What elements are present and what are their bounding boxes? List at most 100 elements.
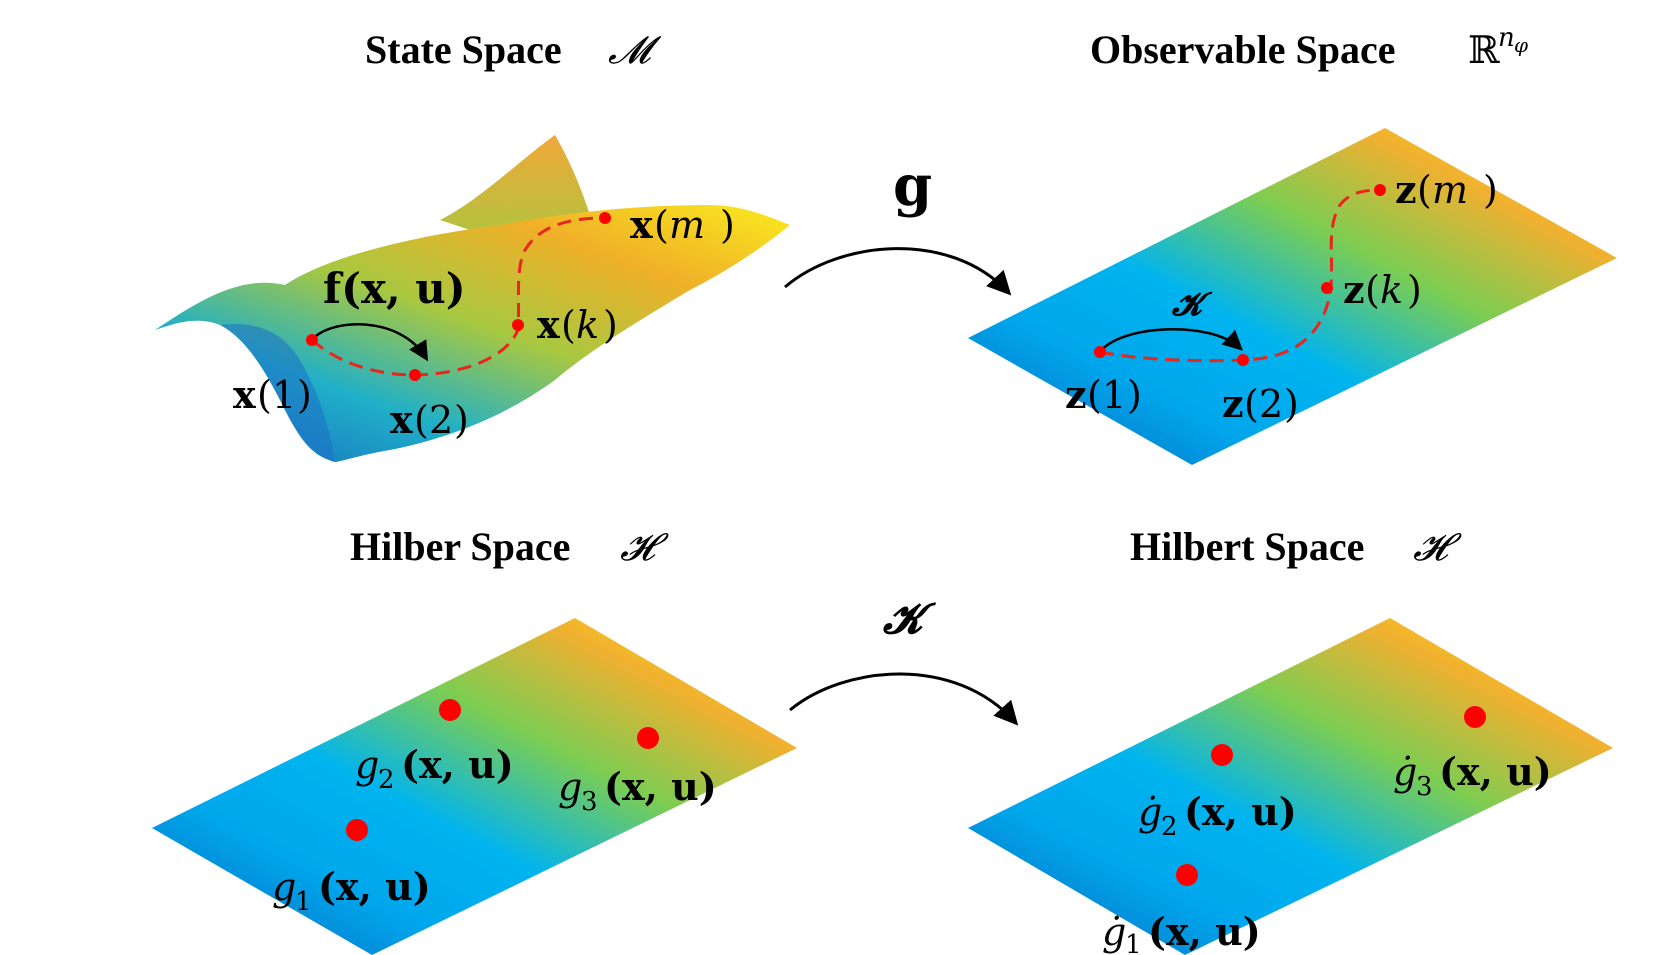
label-g3dot: ġ 3 (x, u)	[1393, 749, 1552, 802]
label-x1: x ( 1 )	[233, 372, 312, 417]
label-x2-paren-close: )	[454, 398, 469, 442]
state-point-k	[512, 319, 524, 331]
label-g3dot-base: ġ	[1393, 750, 1417, 794]
label-g3dot-args: (x, u)	[1439, 749, 1552, 794]
title-observable-space: Observable Space ℝ n φ	[1090, 23, 1528, 72]
label-xk-var: x	[537, 302, 560, 347]
title-state-space-text: State Space	[365, 27, 562, 72]
label-z2-arg: 2	[1259, 382, 1283, 426]
state-space-manifold	[155, 135, 790, 462]
label-x2: x ( 2 )	[390, 397, 469, 442]
label-g3dot-sub: 3	[1416, 772, 1433, 802]
label-g1-base: g	[272, 865, 296, 909]
state-trajectory	[311, 216, 606, 377]
label-g2-base: g	[355, 743, 379, 787]
title-hilbert-space-symbol: 𝓗	[1413, 525, 1462, 569]
koopman-inner-arrow	[1098, 327, 1243, 353]
label-zm-paren-close: )	[1483, 168, 1498, 212]
manifold-shading	[220, 324, 335, 462]
label-g2dot-base: ġ	[1138, 790, 1162, 834]
label-g2-sub: 2	[378, 765, 395, 795]
label-zm-paren: (	[1417, 168, 1432, 212]
label-g1-sub: 1	[295, 887, 312, 917]
label-g1: g 1 (x, u)	[272, 864, 431, 917]
label-z2-var: z	[1222, 381, 1244, 426]
label-f-xu: f(x, u)	[323, 264, 466, 313]
label-z2-paren: (	[1244, 382, 1259, 426]
label-zk-var: z	[1343, 267, 1365, 312]
label-z1: z ( 1 )	[1065, 372, 1142, 417]
label-zk-arg: k	[1380, 268, 1403, 312]
state-point-2	[409, 369, 421, 381]
label-z2: z ( 2 )	[1222, 381, 1299, 426]
label-g2dot: ġ 2 (x, u)	[1138, 789, 1297, 842]
label-xk-paren: (	[561, 303, 576, 347]
label-x1-paren: (	[257, 373, 272, 417]
label-g3-args: (x, u)	[604, 764, 717, 809]
label-g3-base: g	[558, 765, 582, 809]
label-z1-arg: 1	[1102, 373, 1126, 417]
obs-point-2	[1237, 354, 1249, 366]
label-zk-paren: (	[1365, 268, 1380, 312]
label-g2dot-args: (x, u)	[1184, 789, 1297, 834]
label-g1dot-sub: 1	[1125, 930, 1142, 955]
hilbert-left-plane	[152, 618, 797, 955]
label-xk: x ( k )	[537, 302, 618, 347]
observable-plane	[968, 128, 1617, 465]
title-hilbert-space-text: Hilbert Space	[1130, 524, 1364, 569]
obs-point-k	[1321, 282, 1333, 294]
label-zm-arg: m	[1432, 168, 1468, 212]
label-g1dot-args: (x, u)	[1148, 909, 1261, 954]
hilbert-right-plane	[968, 618, 1613, 955]
label-xm-arg: m	[669, 203, 705, 247]
label-zk-paren-close: )	[1407, 268, 1422, 312]
label-g3-sub: 3	[581, 787, 598, 817]
right-point-g2dot	[1211, 744, 1233, 766]
label-g1dot-base: ġ	[1102, 910, 1126, 954]
label-x2-arg: 2	[429, 398, 453, 442]
title-observable-space-superscript-sub: φ	[1514, 33, 1528, 57]
label-g1-args: (x, u)	[318, 864, 431, 909]
label-g1dot: ġ 1 (x, u)	[1102, 909, 1261, 955]
label-xm: x ( m )	[630, 202, 735, 247]
title-observable-space-superscript: n	[1498, 23, 1515, 53]
title-hilber-space-symbol: 𝓗	[620, 525, 669, 569]
label-x1-paren-close: )	[297, 373, 312, 417]
operator-koopman: 𝓚	[882, 594, 937, 643]
state-point-m	[599, 212, 611, 224]
label-g3: g 3 (x, u)	[558, 764, 717, 817]
label-z2-paren-close: )	[1284, 382, 1299, 426]
right-point-g3dot	[1464, 706, 1486, 728]
label-x1-arg: 1	[272, 373, 296, 417]
label-xm-var: x	[630, 202, 653, 247]
label-x2-paren: (	[414, 398, 429, 442]
koopman-arrow	[789, 672, 1019, 726]
title-observable-space-text: Observable Space	[1090, 27, 1396, 72]
title-hilbert-space: Hilbert Space 𝓗	[1130, 524, 1462, 569]
left-point-g3	[637, 727, 659, 749]
f-arrow	[311, 323, 429, 362]
g-arrow	[784, 247, 1012, 296]
title-state-space: State Space 𝓜	[365, 27, 662, 72]
left-point-g1	[346, 819, 368, 841]
manifold-back-fold	[440, 135, 590, 240]
label-zm-var: z	[1395, 167, 1417, 212]
label-zk: z ( k )	[1343, 267, 1422, 312]
label-z1-paren-close: )	[1127, 373, 1142, 417]
obs-point-1	[1094, 346, 1106, 358]
title-hilber-space: Hilber Space 𝓗	[350, 524, 669, 569]
label-xk-paren-close: )	[603, 303, 618, 347]
title-state-space-symbol: 𝓜	[608, 28, 662, 72]
operator-g: g	[893, 153, 932, 219]
label-xm-paren: (	[654, 203, 669, 247]
label-x1-var: x	[233, 372, 256, 417]
obs-point-m	[1374, 184, 1386, 196]
label-xm-paren-close: )	[720, 203, 735, 247]
label-zm: z ( m )	[1395, 167, 1498, 212]
observable-trajectory	[1099, 188, 1381, 363]
left-point-g2	[439, 699, 461, 721]
title-hilber-space-text: Hilber Space	[350, 524, 570, 569]
label-xk-arg: k	[576, 303, 599, 347]
right-point-g1dot	[1176, 864, 1198, 886]
